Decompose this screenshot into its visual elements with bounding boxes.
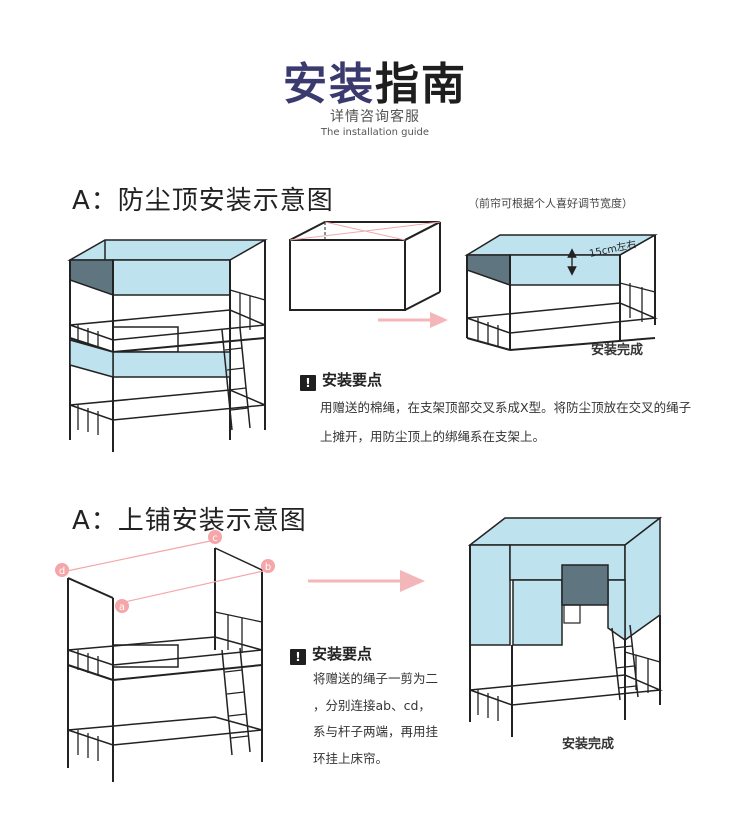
corner-label-d: d bbox=[59, 566, 65, 577]
section2-tip-text: 将赠送的绳子一剪为二 ，分别连接ab、cd， 系与杆子两端，再用挂 环挂上床帘。 bbox=[313, 666, 483, 772]
completed-canopy-drawing bbox=[464, 234, 658, 351]
section1-tip-heading-text: 安装要点 bbox=[322, 371, 383, 389]
corner-markers: a b c d bbox=[55, 530, 275, 613]
section2-tip-heading: ! 安装要点 bbox=[290, 643, 372, 665]
title-part-1: 安装 bbox=[283, 59, 375, 110]
section2-title: A：上铺安装示意图 bbox=[72, 506, 307, 536]
completed-bunk-curtain-drawing bbox=[467, 516, 663, 737]
bunk-bed-with-canopy-drawing bbox=[67, 239, 268, 452]
exclamation-icon: ! bbox=[290, 649, 306, 665]
section1-width-note: （前帘可根据个人喜好调节宽度） bbox=[468, 197, 633, 210]
section1-tip-text: 用赠送的棉绳，在支架顶部交叉系成X型。将防尘顶放在交叉的绳子上摊开，用防尘顶上的… bbox=[320, 400, 692, 444]
section2-tip-line: 将赠送的绳子一剪为二 bbox=[313, 671, 439, 686]
section2-tip-line: 系与杆子两端，再用挂 bbox=[313, 724, 439, 739]
corner-label-b: b bbox=[265, 562, 271, 573]
page-title: 安装指南 bbox=[0, 48, 750, 112]
section2-tip-line: ，分别连接ab、cd， bbox=[313, 697, 431, 713]
frame-with-x-drawing bbox=[289, 221, 441, 311]
section2-tip-heading-text: 安装要点 bbox=[312, 645, 373, 663]
exclamation-icon: ! bbox=[300, 375, 316, 391]
upper-bunk-frame-drawing bbox=[61, 539, 269, 782]
section1-tip-heading: ! 安装要点 bbox=[300, 369, 382, 391]
subtitle-chinese: 详情咨询客服 bbox=[330, 109, 420, 125]
section2-tip-line: 环挂上床帘。 bbox=[313, 750, 389, 766]
corner-label-c: c bbox=[212, 533, 218, 544]
arrow-right-icon-1 bbox=[378, 312, 448, 328]
section1-done-label: 安装完成 bbox=[591, 343, 644, 358]
arrow-right-icon-2 bbox=[308, 570, 425, 592]
corner-label-a: a bbox=[119, 602, 125, 613]
title-part-2: 指南 bbox=[375, 59, 467, 110]
section2-done-label: 安装完成 bbox=[562, 737, 615, 752]
subtitle-english: The installation guide bbox=[320, 127, 430, 138]
section1-title: A：防尘顶安装示意图 bbox=[72, 186, 334, 216]
